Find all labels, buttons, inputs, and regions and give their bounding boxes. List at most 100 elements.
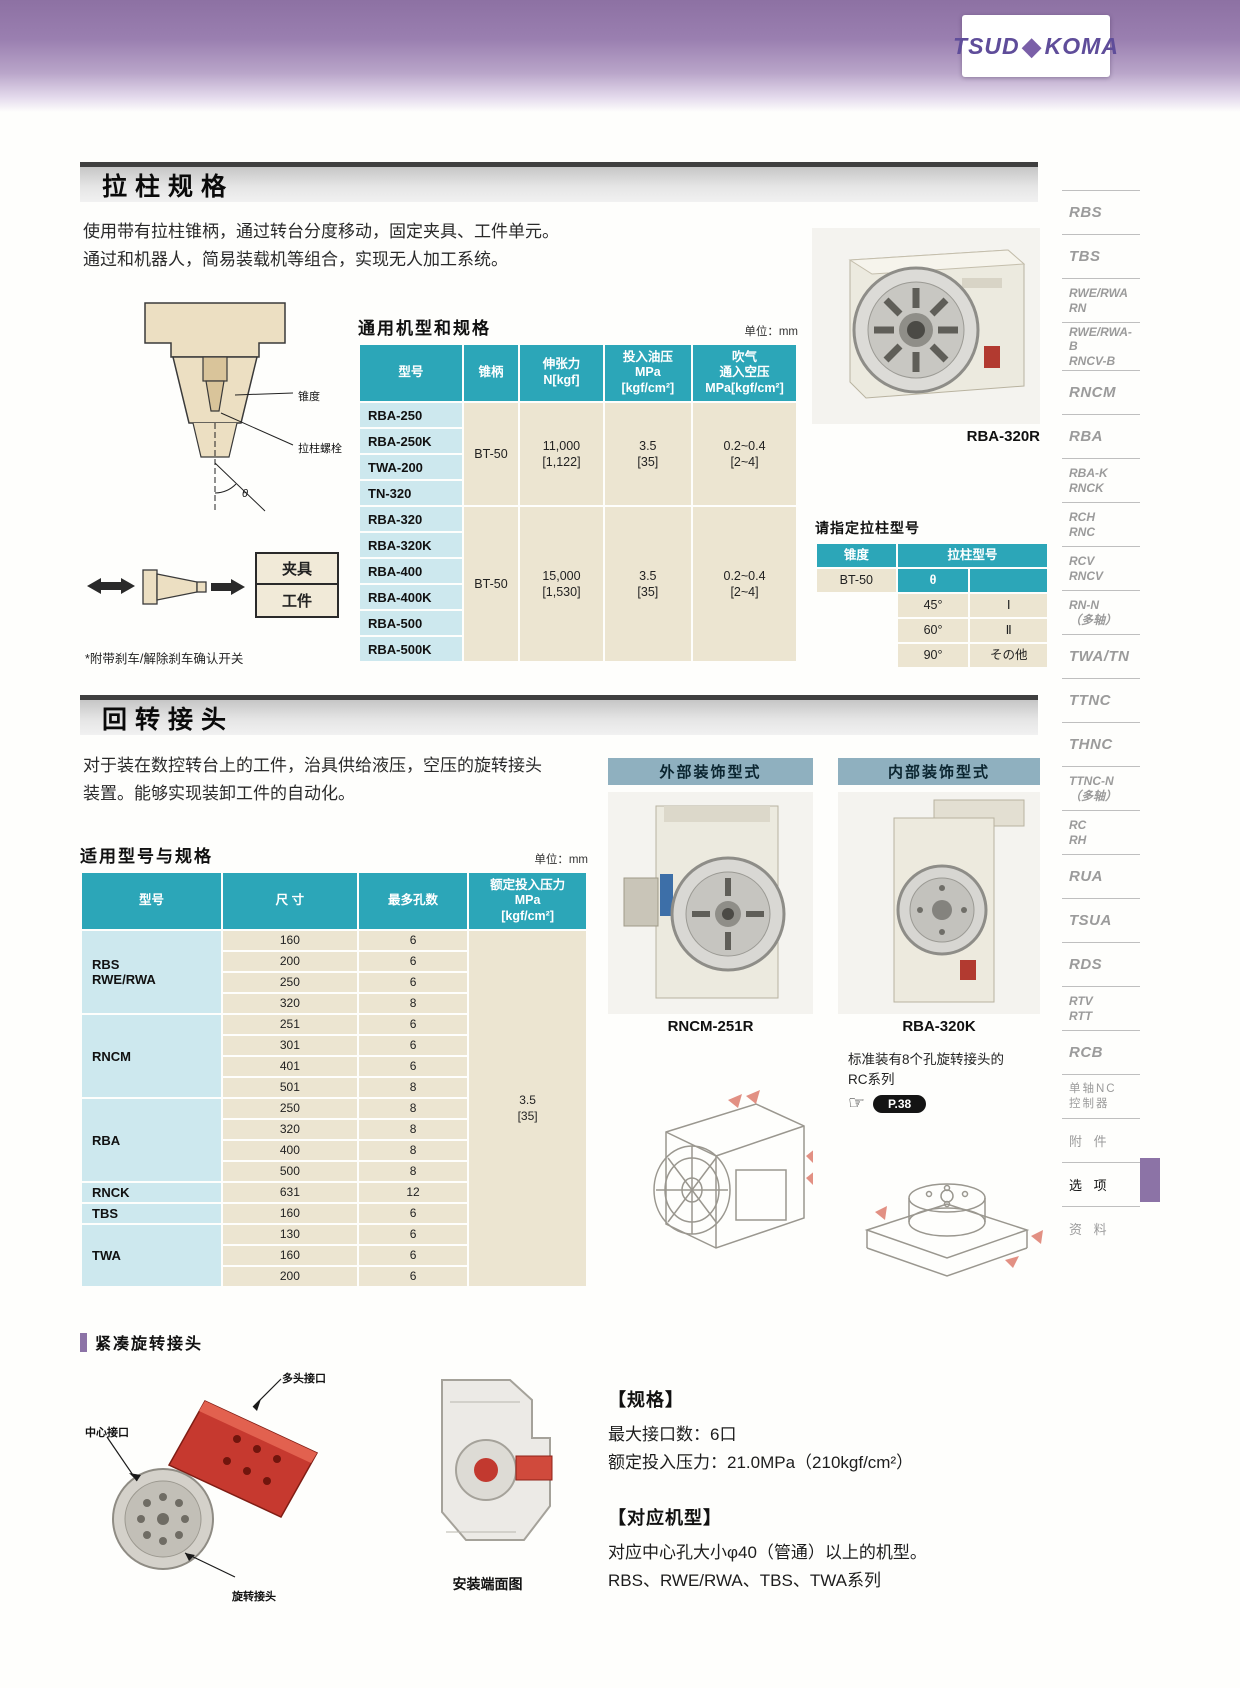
sidebar-item-line: RTT <box>1069 1008 1093 1023</box>
section3-accent-bar <box>80 1332 87 1352</box>
sidebar-item-line: RWE/RWA-B <box>1069 325 1132 354</box>
oil-cell: 3.5 [35] <box>604 403 692 505</box>
sidebar-item-line: RCH <box>1069 510 1095 525</box>
sidebar-item-tsua[interactable]: TSUA <box>1062 898 1140 942</box>
rba-320r-illustration <box>848 249 1026 399</box>
sidebar-item-line: RBA-K <box>1069 466 1108 481</box>
sidebar-item-options[interactable]: 选 项 <box>1062 1162 1140 1206</box>
universal-table-row: RBA-320K <box>360 533 796 557</box>
pull-stud-bolt-label: 拉柱螺栓 <box>298 443 342 455</box>
section1-title: 拉柱规格 <box>102 172 235 201</box>
rba-320r-photo <box>812 228 1040 424</box>
size-cell: 631 <box>222 1183 357 1202</box>
sidebar-item-line: RDS <box>1069 956 1103 974</box>
spec-rated-pressure: 额定投入压力：21.0MPa（210kgf/cm²） <box>608 1453 914 1472</box>
sidebar-item-ttnc-n[interactable]: TTNC-N（多轴） <box>1062 766 1140 810</box>
col-header-model: 型号 <box>360 345 462 401</box>
joint-col-size: 尺 寸 <box>222 873 357 929</box>
holes-cell: 8 <box>358 1162 468 1181</box>
theta-blank-cell <box>970 569 1047 592</box>
holes-cell: 6 <box>358 1015 468 1034</box>
sidebar-item-tbs[interactable]: TBS <box>1062 234 1140 278</box>
sidebar-item-rcb[interactable]: RCB <box>1062 1030 1140 1074</box>
size-cell: 400 <box>222 1141 357 1160</box>
stud-table-theta-row: BT-50 θ <box>817 569 1047 592</box>
sidebar-item-ttnc[interactable]: TTNC <box>1062 678 1140 722</box>
model-cell: TBS <box>82 1204 221 1223</box>
universal-table-row: RBA-250K <box>360 429 796 453</box>
section3-title: 紧凑旋转接头 <box>95 1336 204 1353</box>
rncm-251r-photo <box>608 792 813 1014</box>
blank-cell <box>817 594 896 617</box>
sidebar-item-line: RWE/RWA <box>1069 286 1128 301</box>
universal-table-header-row: 型号 锥柄 伸张力 N[kgf] 投入油压 MPa [kgf/cm²] 吹气 通… <box>360 345 796 401</box>
sidebar-item-twa-tn[interactable]: TWA/TN <box>1062 634 1140 678</box>
universal-spec-block: 通用机型和规格 单位：mm 型号 锥柄 伸张力 N[kgf] 投入油压 MPa … <box>358 314 798 663</box>
rotary-joint-iso-diagram-horizontal <box>653 1090 813 1249</box>
section2-title: 回转接头 <box>102 705 235 734</box>
sidebar-item-rn-n[interactable]: RN-N（多轴） <box>1062 590 1140 634</box>
sidebar-item-line: RNCK <box>1069 480 1104 495</box>
joint-table-header-row: 型号 尺 寸 最多孔数 额定投入压力 MPa [kgf/cm²] <box>82 873 586 929</box>
sidebar-item-thnc[interactable]: THNC <box>1062 722 1140 766</box>
sidebar-item-line: RNCV-B <box>1069 353 1116 368</box>
internal-type-header: 内部装饰型式 <box>838 758 1040 785</box>
universal-table-row: TN-320 <box>360 481 796 505</box>
stud-table-title: 请指定拉柱型号 <box>815 520 920 536</box>
page-ref-badge[interactable]: P.38 <box>873 1094 927 1113</box>
joint-col-pressure: 额定投入压力 MPa [kgf/cm²] <box>469 873 586 929</box>
stud-type-cell: その他 <box>970 644 1047 667</box>
sidebar-item-accessories[interactable]: 附 件 <box>1062 1118 1140 1162</box>
sidebar-item-rds[interactable]: RDS <box>1062 942 1140 986</box>
section3-header: 紧凑旋转接头 <box>80 1330 203 1354</box>
joint-col-model: 型号 <box>82 873 221 929</box>
pull-stud-cross-section-diagram <box>144 302 294 513</box>
size-cell: 251 <box>222 1015 357 1034</box>
model-cell: RNCM <box>82 1015 221 1097</box>
sidebar-item-line: RBA <box>1069 428 1103 446</box>
mounting-face-caption: 安装端面图 <box>452 1576 523 1592</box>
holes-cell: 8 <box>358 1141 468 1160</box>
sidebar-item-line: TBS <box>1069 248 1101 265</box>
sidebar-item-materials[interactable]: 资 料 <box>1062 1206 1140 1250</box>
model-cell: TN-320 <box>360 481 462 505</box>
sidebar-item-rua[interactable]: RUA <box>1062 854 1140 898</box>
size-cell: 301 <box>222 1036 357 1055</box>
model-cell: RBA-250 <box>360 403 462 427</box>
universal-table-title: 通用机型和规格 <box>358 319 491 338</box>
holes-cell: 6 <box>358 931 468 950</box>
brake-note: *附带刹车/解除刹车确认开关 <box>85 652 244 666</box>
spec-max-ports: 最大接口数：6口 <box>608 1425 737 1444</box>
shank-cell: BT-50 <box>463 507 519 661</box>
holes-cell: 8 <box>358 1120 468 1139</box>
sidebar-item-rbs[interactable]: RBS <box>1062 190 1140 234</box>
model-cell: RBA-320K <box>360 533 462 557</box>
sidebar-item-line: （多轴） <box>1069 788 1118 803</box>
sidebar-item-line: 资 料 <box>1069 1222 1111 1238</box>
sidebar-item-rba[interactable]: RBA <box>1062 414 1140 458</box>
model-cell: RNCK <box>82 1183 221 1202</box>
holes-cell: 6 <box>358 952 468 971</box>
sidebar-item-rncm[interactable]: RNCM <box>1062 370 1140 414</box>
model-cell: TWA <box>82 1225 221 1286</box>
holes-cell: 8 <box>358 1078 468 1097</box>
universal-table-row: RBA-400K <box>360 585 796 609</box>
